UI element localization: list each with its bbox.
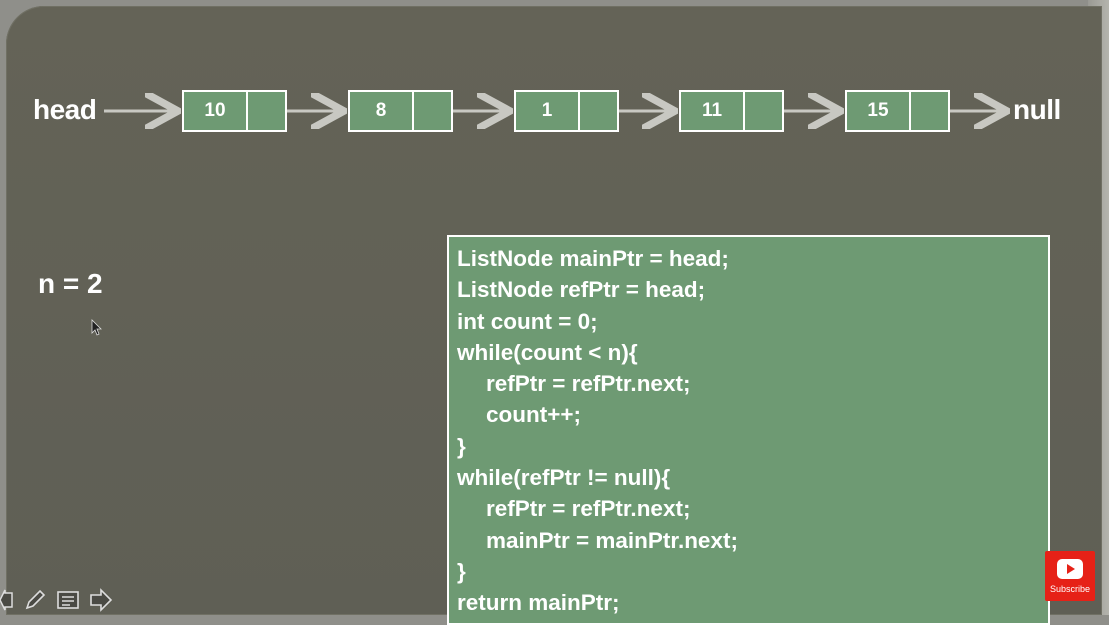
code-line: ListNode mainPtr = head; [457,246,729,271]
null-label: null [1013,94,1061,125]
node-next-pointer [745,92,782,130]
next-icon[interactable] [89,588,113,612]
code-line: return mainPtr; [457,590,620,616]
mouse-cursor-icon [91,319,102,336]
notes-icon[interactable] [56,588,80,612]
pen-icon[interactable] [23,588,47,612]
code-line: count++; [486,402,582,428]
code-line: int count = 0; [457,308,598,334]
code-line: while(count < n){ [457,339,638,365]
node-next-pointer [911,92,948,130]
node-next-pointer [248,92,285,130]
node-value: 10 [184,92,248,130]
subscribe-label: Subscribe [1049,584,1091,594]
code-block: ListNode mainPtr = head; ListNode refPtr… [447,235,1050,625]
node-value: 8 [350,92,414,130]
list-node: 8 [348,90,453,132]
code-line: mainPtr = mainPtr.next; [486,527,738,553]
youtube-subscribe-button[interactable]: Subscribe [1045,551,1095,601]
list-node: 11 [679,90,784,132]
code-line: refPtr = refPtr.next; [486,371,691,397]
node-value: 11 [681,92,745,130]
code-line: while(refPtr != null){ [457,465,671,491]
node-next-pointer [580,92,617,130]
previous-icon[interactable] [0,588,14,612]
head-label: head [33,94,97,125]
node-value: 1 [516,92,580,130]
node-value: 15 [847,92,911,130]
youtube-play-icon [1057,559,1083,579]
code-line: } [457,558,466,584]
code-line: } [457,433,466,459]
list-node: 15 [845,90,950,132]
code-line: ListNode refPtr = head; [457,277,706,303]
slide-toolbar [0,586,113,614]
code-line: refPtr = refPtr.next; [486,496,691,522]
node-next-pointer [414,92,451,130]
list-node: 10 [182,90,287,132]
list-node: 1 [514,90,619,132]
n-value-label: n = 2 [38,268,103,299]
